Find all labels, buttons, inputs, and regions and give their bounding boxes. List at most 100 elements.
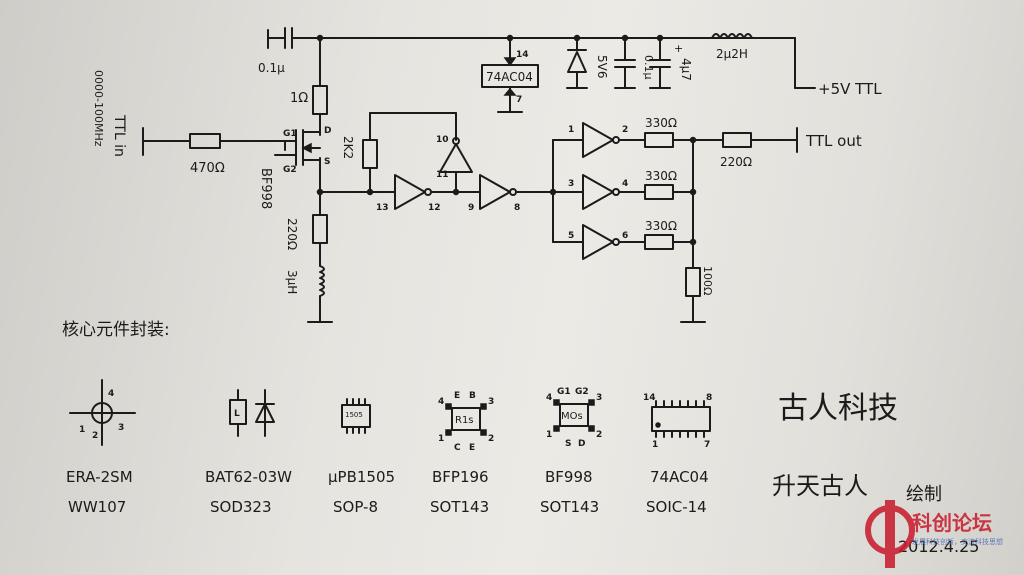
soic-package: SOIC-14	[646, 498, 707, 516]
bfp-mark: R1s	[455, 415, 474, 426]
watermark-title: 科创论坛	[912, 511, 992, 535]
pin-2: 2	[622, 125, 628, 135]
pin-6: 6	[622, 231, 628, 241]
source-network: 220Ω 3μH	[285, 188, 333, 323]
input-resistor-label: 470Ω	[190, 161, 225, 176]
pin-10: 10	[436, 135, 449, 145]
pin-11: 11	[436, 170, 449, 180]
source-inductor-label: 3μH	[285, 270, 299, 294]
pin-g1: G1	[283, 129, 297, 139]
upb-package: SOP-8	[333, 498, 378, 516]
buffer-resistor-label-3: 330Ω	[645, 219, 677, 233]
bfp-pin-b: B	[469, 391, 476, 401]
supply-label: +5V TTL	[818, 80, 882, 98]
frequency-label: 0000-100MHz	[92, 70, 105, 147]
source-resistor-label: 220Ω	[285, 218, 299, 250]
zener-label: 5V6	[595, 55, 609, 78]
ic-pin-vcc: 14	[516, 50, 529, 60]
bf998-mark: MOs	[561, 411, 583, 422]
bfp-pin-c: C	[454, 443, 461, 453]
watermark-logo: 科创论坛 发展科技创新，交流科技思想	[865, 500, 1003, 568]
ic-74ac04-supply: 74AC04 14 7	[481, 37, 539, 113]
signal-chain: 2K2 13 12 11 10 9 8	[319, 112, 554, 213]
bf998-package: SOT143	[540, 498, 599, 516]
cap-plus-mark: +	[674, 42, 683, 55]
bf998-pin-4: 4	[546, 393, 552, 403]
capacitor-top-left: 0.1μ	[258, 27, 301, 75]
bat-name: BAT62-03W	[205, 468, 292, 486]
pin-4: 4	[622, 179, 628, 189]
bf998-pin-g1: G1	[557, 387, 571, 397]
inductor-top-label: 2μ2H	[716, 47, 748, 61]
upb-name: μPB1505	[328, 468, 395, 486]
soic-pin-8: 8	[706, 393, 712, 403]
bfp-pin-1: 1	[438, 434, 444, 444]
top-power-rail	[299, 34, 816, 89]
bf998-name: BF998	[545, 468, 593, 486]
package-bfp196: R1s 4 E B 3 1 C E 2 BFP196 SOT143	[430, 391, 494, 516]
cap-b-label: 4μ7	[679, 58, 693, 81]
bf998-pin-g2: G2	[575, 387, 589, 397]
bat-package: SOD323	[210, 498, 272, 516]
era-name: ERA-2SM	[66, 468, 133, 486]
pin-12: 12	[428, 203, 441, 213]
package-bat62: L BAT62-03W SOD323	[205, 389, 292, 516]
pin-13: 13	[376, 203, 389, 213]
bf998-pin-1: 1	[546, 430, 552, 440]
supply-filter: 5V6 0.1μ + 4μ7 2μ2H +5V TTL	[566, 33, 882, 98]
bfp-pin-4: 4	[438, 397, 444, 407]
drain-resistor: 1Ω	[290, 37, 328, 131]
pin-9: 9	[468, 203, 474, 213]
pin-d: D	[324, 126, 331, 136]
buffer-resistor-label-1: 330Ω	[645, 116, 677, 130]
era-pin-4: 4	[108, 389, 114, 399]
bf998-pin-3: 3	[596, 393, 602, 403]
output-label: TTL out	[805, 132, 862, 150]
bfp-pin-e-top: E	[454, 391, 460, 401]
packages-heading: 核心元件封装:	[62, 320, 170, 340]
output-resistor-label: 220Ω	[720, 155, 752, 169]
bfp-pin-2: 2	[488, 434, 494, 444]
era-pin-3: 3	[118, 423, 124, 433]
ic-pin-gnd: 7	[516, 95, 522, 105]
pin-g2: G2	[283, 165, 297, 175]
bat-mark: L	[234, 409, 240, 419]
bf998-pin-s: S	[565, 439, 571, 449]
drain-resistor-label: 1Ω	[290, 91, 308, 106]
author-name: 升天古人	[772, 472, 868, 500]
soic-pin-1: 1	[652, 440, 658, 450]
load-resistor-label: 100Ω	[701, 266, 714, 295]
ic-label: 74AC04	[486, 70, 533, 84]
bfp-pin-3: 3	[488, 397, 494, 407]
pin-s: S	[324, 157, 330, 167]
input-section: TTL in 0000-100MHz 470Ω	[92, 70, 286, 176]
cap-a-label: 0.1μ	[642, 55, 655, 80]
era-package: WW107	[68, 498, 126, 516]
company-name: 古人科技	[778, 391, 898, 426]
pin-8: 8	[514, 203, 520, 213]
bf998-pin-2: 2	[596, 430, 602, 440]
watermark-subtitle: 发展科技创新，交流科技思想	[912, 537, 1003, 546]
soic-pin-14: 14	[643, 393, 656, 403]
pin-5: 5	[568, 231, 574, 241]
feedback-resistor-label: 2K2	[341, 136, 355, 159]
bfp-name: BFP196	[432, 468, 489, 486]
package-bf998: MOs 4 G1 G2 3 1 S D 2 BF998 SOT143	[540, 387, 602, 516]
package-era-2sm: 1 2 3 4 ERA-2SM WW107	[66, 379, 136, 516]
output-buffers: 1 2 3 4 5 6 330Ω 330Ω 330Ω 220Ω 100Ω TTL…	[549, 116, 862, 323]
cap-top-label: 0.1μ	[258, 61, 285, 75]
package-upb1505: 1505 μPB1505 SOP-8	[328, 398, 395, 516]
era-pin-2: 2	[92, 431, 98, 441]
package-74ac04: 14 8 1 7 74AC04 SOIC-14	[643, 393, 712, 516]
bfp-package: SOT143	[430, 498, 489, 516]
soic-pin-7: 7	[704, 440, 710, 450]
era-pin-1: 1	[79, 425, 85, 435]
mosfet-bf998: G1 G2 D S BF998	[258, 126, 331, 209]
author-suffix: 绘制	[906, 484, 942, 505]
bfp-pin-e-bottom: E	[469, 443, 475, 453]
pin-3: 3	[568, 179, 574, 189]
soic-name: 74AC04	[650, 468, 709, 486]
upb-mark: 1505	[345, 411, 363, 419]
input-label: TTL in	[111, 114, 127, 157]
